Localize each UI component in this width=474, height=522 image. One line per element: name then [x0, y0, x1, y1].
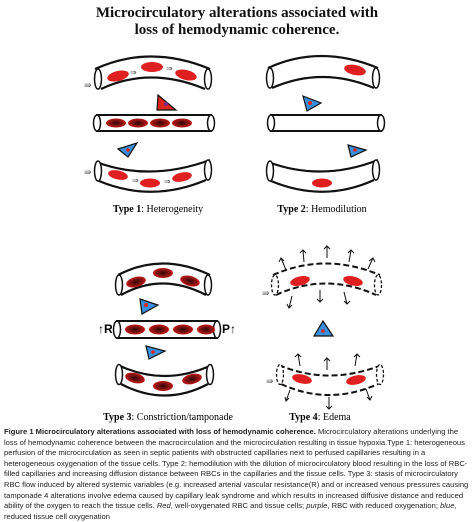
rbc: [172, 172, 192, 182]
rbc-dark: [128, 118, 148, 128]
rbc: [140, 178, 160, 188]
tissue-cell-blue: [347, 144, 368, 158]
panel-label-type-3: Type 3: Constriction/tamponade: [103, 412, 233, 423]
rbc-dark: [182, 373, 202, 385]
rbc: [108, 170, 128, 180]
leak-arrows-icon: [278, 245, 376, 309]
curved-vessel-bottom-1: ⇒ ⇒ ⇛: [84, 158, 213, 193]
microcirculation-diagram: ⇒ ⇒ ⇛: [84, 54, 386, 423]
panel-type-4: ⇛ ⇛ Type 4: Edema: [262, 245, 385, 423]
figure-caption: Figure 1 Microcirculatory alterations as…: [4, 427, 470, 522]
rbc: [343, 276, 363, 286]
svg-text:⇒: ⇒: [130, 68, 137, 77]
svg-text:⇒: ⇒: [164, 177, 171, 186]
leak-arrows-icon: [284, 353, 373, 410]
caption-legend-blue: blue: [440, 501, 455, 511]
panel-type-1: ⇒ ⇒ ⇛: [84, 55, 216, 215]
flow-arrow-icon: ⇛: [262, 288, 270, 298]
rbc-dark: [173, 324, 193, 335]
curved-vessel-bottom-3: [114, 363, 215, 397]
arched-vessel-top-2: [265, 54, 381, 90]
title-line-2: loss of hemodynamic coherence.: [134, 22, 340, 38]
rbc-dark: [172, 118, 192, 128]
rbc: [292, 374, 312, 384]
straight-vessel-2: [266, 114, 386, 132]
rbc: [290, 276, 310, 286]
caption-legend-purple: purple: [306, 501, 328, 511]
pressure-label: P↑: [222, 322, 236, 336]
rbc-dark: [150, 118, 170, 128]
title-line-1: Microcirculatory alterations associated …: [95, 5, 379, 21]
resistance-label: ↑R: [98, 322, 113, 336]
rbc: [107, 70, 129, 82]
tissue-cell-red: [156, 93, 178, 111]
arched-vessel-top-3: [114, 262, 213, 296]
rbc-dark: [126, 276, 146, 288]
arched-vessel-top-1: ⇒ ⇒ ⇛: [84, 55, 213, 91]
flow-arrow-icon: ⇛: [266, 376, 274, 386]
tissue-cell-blue: [116, 141, 139, 158]
rbc: [141, 62, 163, 72]
panel-type-2: Type 2: Hemodilution: [265, 54, 386, 215]
rbc-dark: [106, 118, 126, 128]
panel-label-type-1: Type 1: Heterogeneity: [113, 204, 203, 215]
rbc: [312, 178, 332, 188]
rbc-dark: [153, 381, 173, 391]
straight-vessel-1: [92, 114, 216, 132]
figure-title: Microcirculatory alterations associated …: [0, 5, 474, 39]
caption-title: Figure 1 Microcirculatory alterations as…: [4, 427, 316, 436]
panel-label-type-2: Type 2: Hemodilution: [277, 204, 366, 215]
caption-body: Microcirculatory alterations underlying …: [4, 427, 469, 511]
tissue-cell-blue: [145, 345, 167, 360]
straight-vessel-3: [112, 320, 222, 339]
tissue-cell-red: [302, 95, 323, 112]
tissue-cell-blue: [139, 298, 160, 315]
caption-legend-red-text: , well-oxygenated RBC and tissue cells;: [170, 501, 307, 511]
rbc-dark: [180, 275, 200, 287]
flow-arrow-icon: ⇛: [84, 167, 92, 177]
rbc-dark: [153, 268, 173, 278]
svg-text:⇒: ⇒: [132, 176, 139, 185]
rbc-dark: [197, 324, 215, 335]
svg-text:⇒: ⇒: [166, 64, 173, 73]
flow-arrow-icon: ⇛: [84, 80, 92, 90]
panel-type-3: ↑R P↑ Type 3: Constriction/tamponade: [98, 262, 236, 423]
tissue-cell-blue: [312, 319, 335, 337]
rbc-dark: [149, 324, 169, 335]
caption-legend-red: Red: [156, 501, 171, 511]
rbc: [346, 375, 366, 385]
edema-vessel-bottom-4: ⇛: [266, 353, 385, 410]
edema-vessel-top-4: ⇛: [262, 245, 383, 309]
caption-legend-purple-text: , RBC with reduced oxygenation;: [327, 501, 441, 511]
panel-label-type-4: Type 4: Edema: [289, 412, 351, 423]
rbc: [175, 69, 197, 81]
rbc-dark: [125, 372, 145, 384]
rbc-dark: [125, 324, 145, 335]
curved-vessel-bottom-2: [265, 158, 381, 193]
rbc: [344, 64, 366, 76]
